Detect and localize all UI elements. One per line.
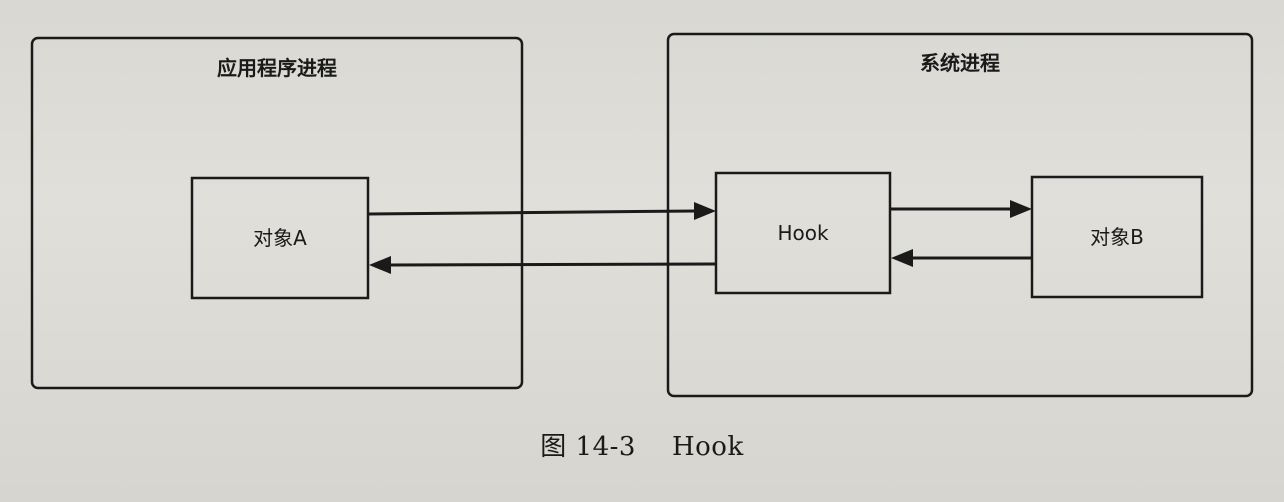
hook-box — [714, 171, 892, 295]
hook-diagram: 应用程序进程 系统进程 对象A Hook 对象B — [30, 32, 1254, 398]
edge-hook-to-object-a-arrowhead — [369, 256, 391, 274]
edge-object-a-to-hook-line — [367, 209, 697, 216]
edge-object-b-to-hook-arrowhead — [891, 249, 913, 267]
system-process-container: 系统进程 — [666, 32, 1254, 398]
figure-title: Hook — [671, 432, 744, 462]
figure-caption: 图 14-3 Hook — [0, 426, 1284, 463]
object-a-node: 对象A — [190, 176, 370, 300]
hook-label: Hook — [777, 221, 829, 245]
hook-node: Hook — [714, 171, 892, 295]
object-a-box — [190, 176, 370, 300]
edge-object-a-to-hook-arrowhead — [694, 202, 716, 220]
app-process-title: 应用程序进程 — [217, 56, 337, 80]
edge-hook-to-object-b-arrowhead — [1010, 200, 1032, 218]
edge-hook-to-object-a — [369, 256, 717, 274]
edge-object-a-to-hook — [367, 202, 716, 220]
object-b-label: 对象B — [1090, 225, 1144, 249]
object-a-label: 对象A — [253, 226, 307, 250]
edge-hook-to-object-a-line — [389, 262, 717, 267]
figure-number: 图 14-3 — [540, 432, 636, 462]
edge-hook-to-object-b — [890, 200, 1032, 218]
edge-object-b-to-hook — [891, 249, 1032, 267]
object-b-node: 对象B — [1030, 175, 1204, 299]
object-b-box — [1030, 175, 1204, 299]
system-process-title: 系统进程 — [920, 51, 1000, 75]
system-process-frame — [666, 32, 1254, 398]
